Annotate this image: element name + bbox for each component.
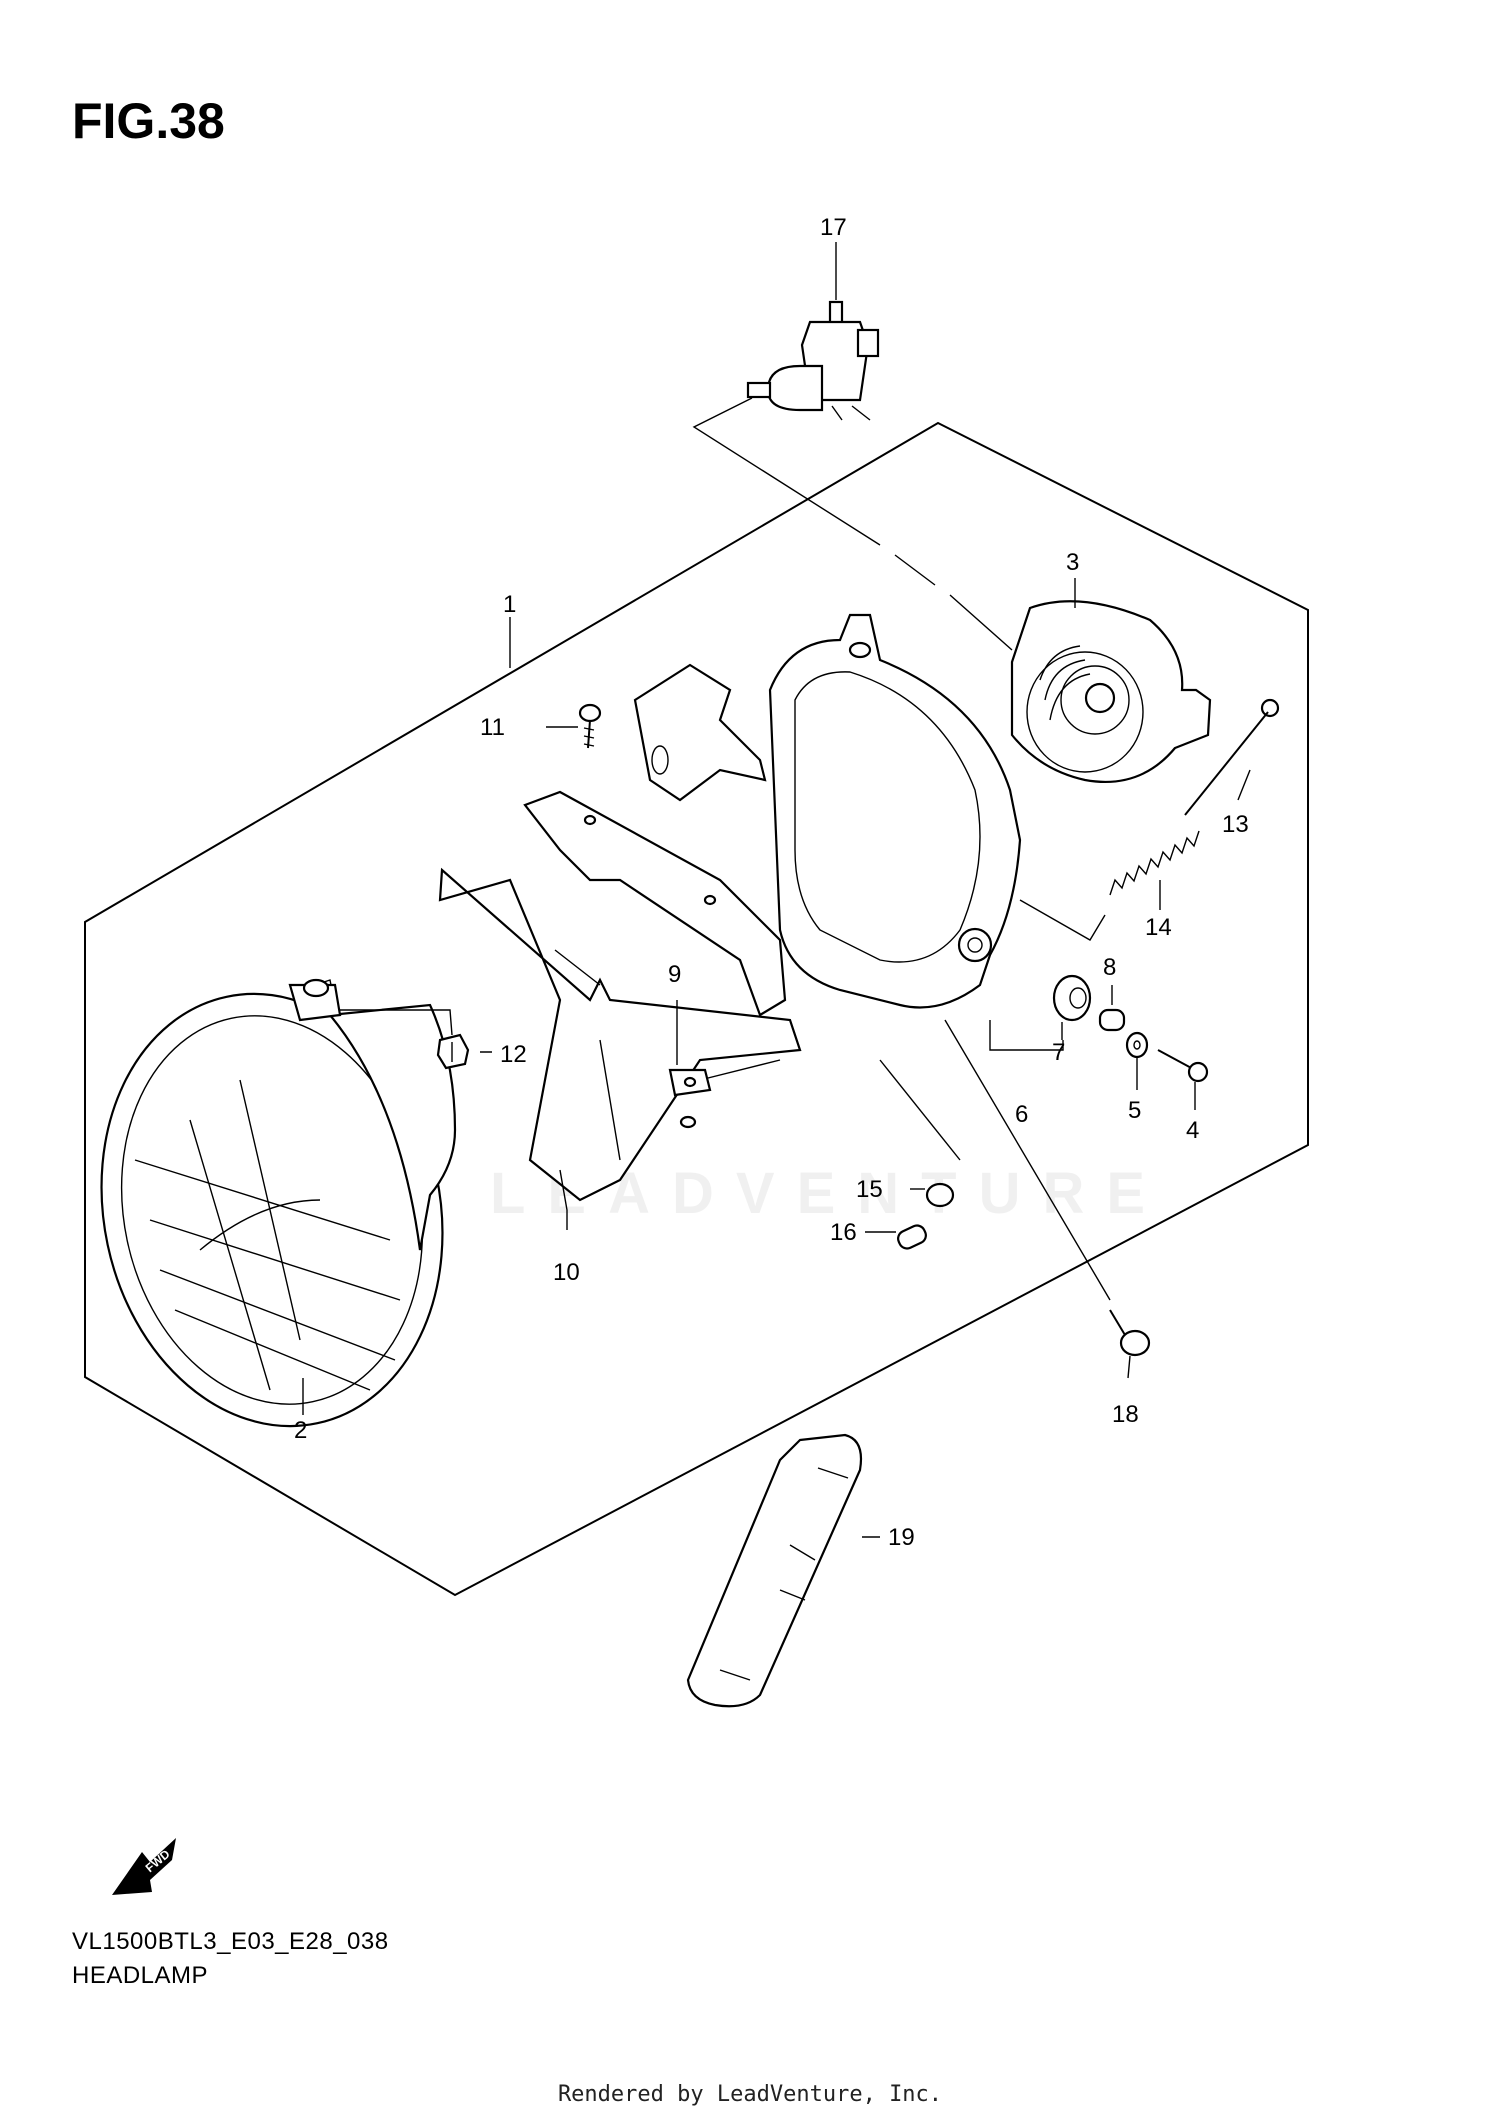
part-11-screw bbox=[578, 703, 602, 749]
fwd-arrow-icon: FWD bbox=[112, 1838, 176, 1895]
callout-7: 7 bbox=[1052, 1039, 1065, 1066]
callout-4: 4 bbox=[1186, 1117, 1199, 1144]
callout-11: 11 bbox=[480, 714, 505, 741]
part-12-nut bbox=[436, 1033, 470, 1070]
leader-12 bbox=[340, 1009, 492, 1053]
part-14-spring bbox=[1109, 830, 1200, 896]
part-8-collar bbox=[1098, 1008, 1126, 1032]
footer-credit: Rendered by LeadVenture, Inc. bbox=[557, 2082, 943, 2107]
callout-13: 13 bbox=[1222, 811, 1249, 838]
leader-6 bbox=[989, 1020, 1064, 1051]
callout-16: 16 bbox=[830, 1219, 857, 1246]
callout-15: 15 bbox=[856, 1176, 883, 1203]
callout-3: 3 bbox=[1066, 549, 1079, 576]
figure-title: FIG.38 bbox=[72, 93, 225, 149]
callout-2: 2 bbox=[294, 1417, 307, 1444]
part-10-lower-bracket bbox=[438, 867, 802, 1202]
callout-19: 19 bbox=[888, 1524, 915, 1551]
part-2-headlamp-unit bbox=[100, 978, 457, 1428]
callout-17: 17 bbox=[820, 214, 847, 241]
part-5-washer bbox=[1125, 1031, 1149, 1059]
leader-18-axis bbox=[944, 1019, 1111, 1301]
part-17-bulb bbox=[746, 300, 880, 421]
part-9-clip bbox=[668, 1068, 712, 1097]
callout-14: 14 bbox=[1145, 914, 1172, 941]
leader-17-bulb-axis bbox=[692, 397, 1013, 651]
part-13-adjust-screw bbox=[1184, 698, 1280, 816]
diagram-subtitle: HEADLAMP bbox=[72, 1962, 209, 1989]
part-19-reflector bbox=[686, 1433, 863, 1708]
callout-10: 10 bbox=[553, 1259, 580, 1286]
upper-bracket bbox=[523, 663, 787, 1017]
leader-10 bbox=[559, 1169, 568, 1230]
leader-13 bbox=[1237, 769, 1251, 801]
callout-1: 1 bbox=[503, 591, 516, 618]
part-18-bolt bbox=[1109, 1309, 1151, 1357]
leader-13-14-axis bbox=[1019, 899, 1106, 941]
part-7-grommet bbox=[1052, 974, 1092, 1022]
model-code: VL1500BTL3_E03_E28_038 bbox=[72, 1928, 389, 1955]
part-16-collar bbox=[897, 1224, 927, 1250]
leader-15-16-axis bbox=[879, 1059, 961, 1161]
callout-8: 8 bbox=[1103, 954, 1116, 981]
headlamp-housing bbox=[768, 613, 1022, 1009]
part-4-screw bbox=[1157, 1049, 1209, 1083]
callout-9: 9 bbox=[668, 961, 681, 988]
assembly-outline bbox=[84, 421, 1309, 1597]
callout-6: 6 bbox=[1015, 1101, 1028, 1128]
part-3-socket-cover bbox=[1010, 600, 1212, 784]
leader-18 bbox=[1127, 1355, 1131, 1379]
callout-5: 5 bbox=[1128, 1097, 1141, 1124]
callout-12: 12 bbox=[500, 1041, 527, 1068]
part-15-grommet bbox=[925, 1182, 955, 1208]
callout-18: 18 bbox=[1112, 1401, 1139, 1428]
